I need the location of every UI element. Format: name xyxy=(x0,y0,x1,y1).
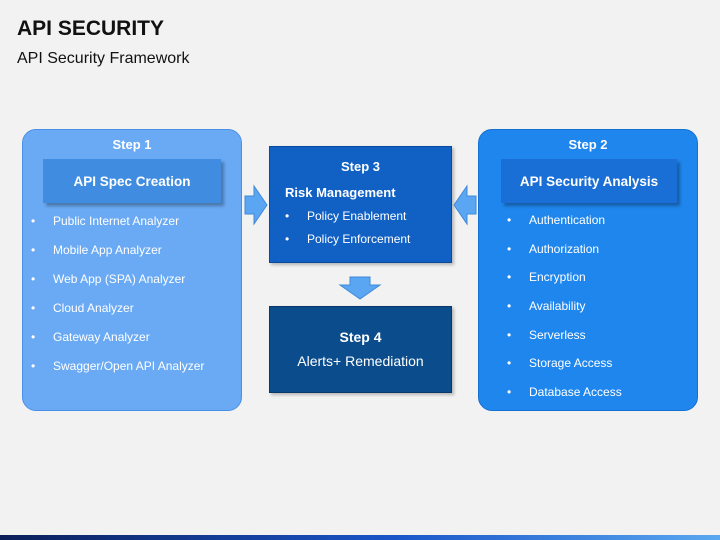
list-item: Gateway Analyzer xyxy=(31,330,204,359)
list-item: Web App (SPA) Analyzer xyxy=(31,272,204,301)
step2-heading: API Security Analysis xyxy=(501,159,677,203)
list-item: Cloud Analyzer xyxy=(31,301,204,330)
step1-heading: API Spec Creation xyxy=(43,159,221,203)
arrow-down-icon xyxy=(338,276,382,300)
arrow-right-icon xyxy=(244,184,268,226)
step2-label: Step 2 xyxy=(568,137,608,152)
list-item: Serverless xyxy=(507,328,622,357)
list-item: Policy Enforcement xyxy=(285,232,410,255)
arrow-left-icon xyxy=(453,184,477,226)
list-item: Availability xyxy=(507,299,622,328)
step3-label: Step 3 xyxy=(340,159,380,174)
list-item: Storage Access xyxy=(507,356,622,385)
list-item: Policy Enablement xyxy=(285,209,410,232)
step1-panel: Step 1 API Spec Creation Public Internet… xyxy=(22,129,242,411)
step3-heading: Risk Management xyxy=(285,185,396,200)
step3-list: Policy Enablement Policy Enforcement xyxy=(285,209,410,255)
list-item: Public Internet Analyzer xyxy=(31,214,204,243)
footer-bar xyxy=(0,535,720,540)
list-item: Swagger/Open API Analyzer xyxy=(31,359,204,388)
step1-list: Public Internet Analyzer Mobile App Anal… xyxy=(31,214,204,388)
list-item: Encryption xyxy=(507,270,622,299)
step4-heading: Alerts+ Remediation xyxy=(297,353,424,369)
step1-label: Step 1 xyxy=(112,137,152,152)
page-title: API SECURITY xyxy=(17,17,165,40)
step3-box: Step 3 Risk Management Policy Enablement… xyxy=(269,146,452,263)
step4-box: Step 4 Alerts+ Remediation xyxy=(269,306,452,393)
step4-label: Step 4 xyxy=(339,329,382,345)
step2-list: Authentication Authorization Encryption … xyxy=(507,213,622,414)
step2-panel: Step 2 API Security Analysis Authenticat… xyxy=(478,129,698,411)
list-item: Database Access xyxy=(507,385,622,414)
list-item: Authorization xyxy=(507,242,622,271)
list-item: Authentication xyxy=(507,213,622,242)
list-item: Mobile App Analyzer xyxy=(31,243,204,272)
page-subtitle: API Security Framework xyxy=(17,50,190,67)
